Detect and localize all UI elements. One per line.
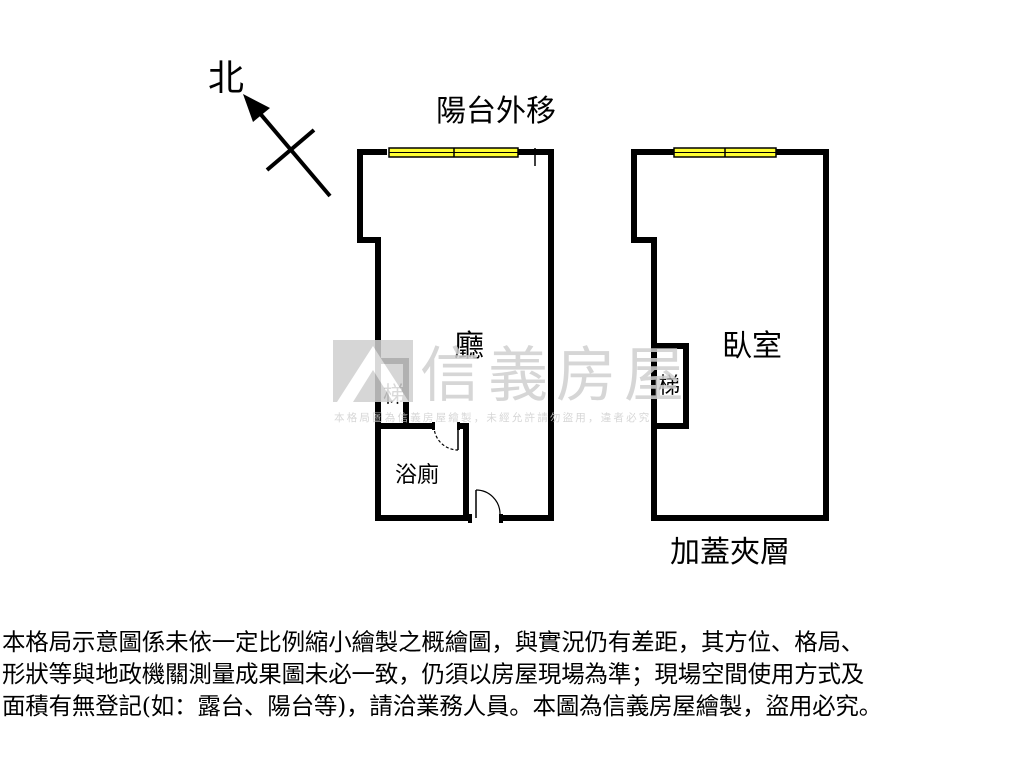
watermark-notice: 本格局圖為信義房屋繪製，未經允許請勿盜用，違者必究 bbox=[334, 411, 652, 424]
balcony-window bbox=[388, 147, 519, 158]
north-arrow-icon bbox=[243, 94, 332, 198]
bathroom-label: 浴廁 bbox=[395, 463, 439, 488]
disclaimer-line-2: 形狀等與地政機關測量成果圖未必一致，仍須以房屋現場為準；現場空間使用方式及 bbox=[2, 660, 865, 688]
bathroom-door bbox=[432, 422, 460, 451]
mezzanine-window bbox=[673, 147, 777, 158]
disclaimer-line-1: 本格局示意圖係未依一定比例縮小繪製之概繪圖，與實況仍有差距，其方位、格局、 bbox=[2, 628, 865, 656]
mezzanine-floor-plan: 梯 臥室 加蓋夾層 bbox=[631, 147, 829, 570]
balcony-note: 陽台外移 bbox=[436, 94, 556, 129]
disclaimer: 本格局示意圖係未依一定比例縮小繪製之概繪圖，與實況仍有差距，其方位、格局、 形狀… bbox=[2, 626, 1022, 722]
mezzanine-outer-wall bbox=[631, 149, 829, 521]
floor-plan: 北 陽台外移 梯 浴廁 bbox=[208, 58, 829, 570]
disclaimer-line-3: 面積有無登記(如：露台、陽台等)，請洽業務人員。本圖為信義房屋繪製，盜用必究。 bbox=[2, 692, 883, 720]
brand-logo-icon bbox=[333, 340, 413, 402]
watermark-brand: 信義房屋 bbox=[420, 341, 692, 411]
mezzanine-stairs-label: 梯 bbox=[658, 374, 680, 399]
compass-label: 北 bbox=[208, 58, 244, 99]
mezzanine-stairs-wall bbox=[654, 343, 689, 429]
watermark: 信義房屋 本格局圖為信義房屋繪製，未經允許請勿盜用，違者必究 bbox=[333, 340, 692, 424]
main-floor-plan: 陽台外移 梯 浴廁 廳 bbox=[357, 94, 556, 523]
mezzanine-caption: 加蓋夾層 bbox=[670, 535, 790, 570]
living-room-label: 廳 bbox=[454, 329, 484, 364]
bedroom-label: 臥室 bbox=[722, 329, 782, 364]
bathroom-wall bbox=[378, 423, 469, 518]
entrance-door bbox=[468, 489, 503, 523]
